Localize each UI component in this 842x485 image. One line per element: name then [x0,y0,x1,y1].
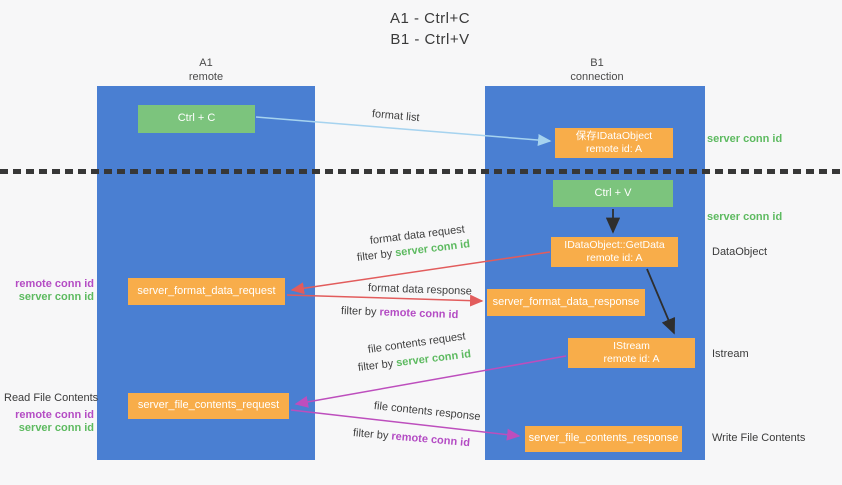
filter-by-text: filter by [356,247,393,264]
lane-b1-name: B1 [590,57,604,69]
server-conn-id-mid-label: server conn id [707,211,783,223]
server-format-data-request-box: server_format_data_request [128,278,285,305]
save-idataobject-line2: remote id: A [585,143,643,155]
server-format-data-response-label: server_format_data_response [492,295,640,308]
remote-conn-id-label: remote conn id [15,409,94,421]
file-contents-response-label: file contents response [373,400,482,424]
dataobject-label: DataObject [712,246,768,258]
file-conn-id-pair: remote conn id server conn id [0,409,94,435]
ctrl-c-label: Ctrl + C [177,112,216,125]
remote-conn-id-label: remote conn id [15,278,94,290]
server-format-data-request-label: server_format_data_request [137,284,276,297]
title-line-b1: B1 - Ctrl+V [390,31,470,48]
server-format-data-response-box: server_format_data_response [487,289,645,316]
write-file-contents-label: Write File Contents [712,432,806,444]
lane-a1-subtitle: remote [188,71,224,84]
remote-conn-id-text: remote conn id [379,306,459,322]
server-conn-id-top-label: server conn id [707,133,783,145]
server-file-contents-request-label: server_file_contents_request [137,399,280,412]
file-contents-response-filter-label: filter by remote conn id [352,427,470,449]
ctrl-v-box: Ctrl + V [553,180,673,207]
istream-line2: remote id: A [603,353,660,365]
lane-a1-name: A1 [199,57,213,69]
idataobject-getdata-box: IDataObject::GetData remote id: A [551,237,678,267]
format-data-response-filter-label: filter by remote conn id [341,305,459,321]
ctrl-v-label: Ctrl + V [594,186,632,199]
format-list-label: format list [371,108,421,125]
server-file-contents-response-box: server_file_contents_response [525,426,682,452]
format-conn-id-pair: remote conn id server conn id [0,278,94,304]
lane-header-a1: A1 remote [146,56,266,85]
getdata-line2: remote id: A [586,252,643,264]
istream-side-label: Istream [712,348,749,360]
save-idataobject-line1: 保存IDataObject [575,129,653,142]
remote-conn-id-text: remote conn id [390,430,471,450]
filter-by-text: filter by [357,357,394,374]
server-file-contents-request-box: server_file_contents_request [128,393,289,419]
machine-boundary-dotted-line [0,169,842,174]
lane-b1-subtitle: connection [570,71,624,84]
server-file-contents-response-label: server_file_contents_response [528,432,679,445]
save-idataobject-box: 保存IDataObject remote id: A [555,128,673,158]
filter-by-text: filter by [352,427,389,443]
lane-header-b1: B1 connection [537,56,657,85]
getdata-line1: IDataObject::GetData [564,238,665,251]
istream-box: IStream remote id: A [568,338,695,368]
filter-by-text: filter by [340,305,377,319]
istream-line1: IStream [613,339,650,352]
title-line-a1: A1 - Ctrl+C [389,10,471,27]
read-file-contents-label: Read File Contents [4,392,99,404]
format-data-response-label: format data response [367,282,473,298]
server-conn-id-text: server conn id [395,348,472,370]
diagram-title: A1 - Ctrl+C B1 - Ctrl+V [330,8,530,50]
server-conn-id-label: server conn id [18,422,94,435]
server-conn-id-label: server conn id [18,291,94,304]
ctrl-c-box: Ctrl + C [138,105,255,133]
